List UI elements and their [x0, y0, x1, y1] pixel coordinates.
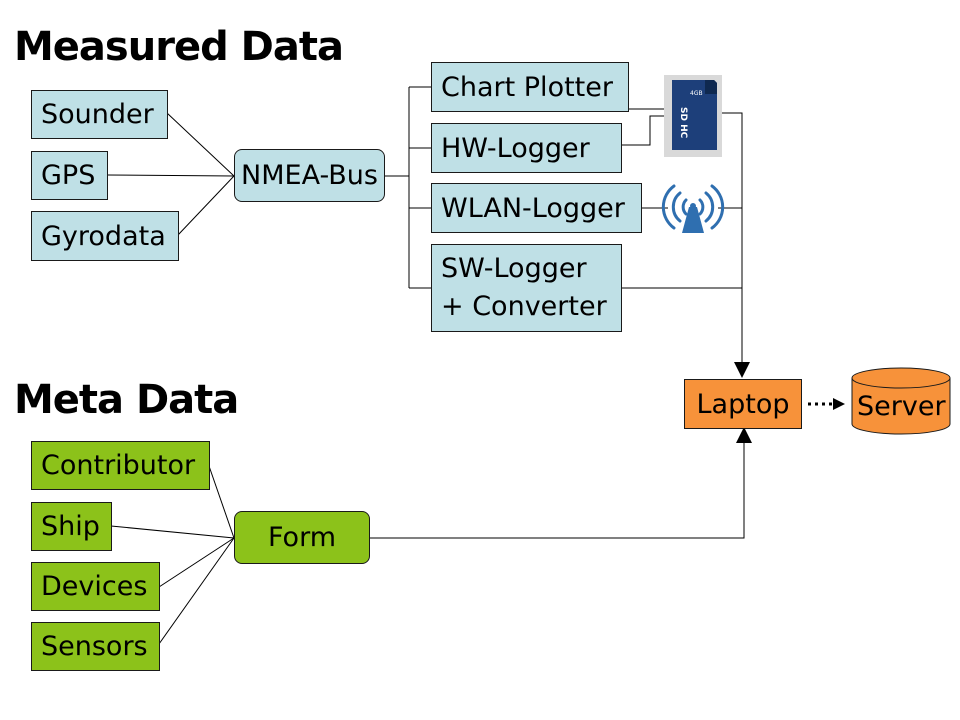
box-gps: GPS: [31, 151, 108, 200]
server-label: Server: [857, 391, 946, 422]
box-sensors: Sensors: [31, 622, 160, 671]
sw-logger-line-2: + Converter: [441, 291, 607, 322]
sd-card-icon: 4GB SD HC: [664, 75, 722, 157]
box-gyrodata: Gyrodata: [31, 211, 179, 261]
box-ship: Ship: [31, 502, 112, 551]
box-devices: Devices: [31, 562, 160, 611]
connector-sd-laptop-trunk: [721, 112, 743, 372]
sd-card-type: SD HC: [678, 107, 688, 139]
connector-gps-bus: [106, 174, 235, 177]
heading-measured-data: Measured Data: [14, 24, 344, 70]
connector-sensors-form: [158, 537, 235, 645]
box-sounder: Sounder: [31, 90, 168, 139]
box-laptop: Laptop: [684, 379, 802, 429]
wifi-antenna-icon: [661, 184, 725, 233]
connector-gyrodata-bus: [177, 175, 235, 236]
box-form: Form: [234, 511, 370, 564]
server-cylinder: [851, 367, 951, 435]
connector-ship-form: [110, 525, 235, 539]
connector-sounder-bus: [166, 112, 235, 177]
connector-devices-form: [158, 537, 235, 588]
box-sw-logger: SW-Logger + Converter: [431, 244, 622, 332]
sw-logger-line-1: SW-Logger: [441, 253, 587, 284]
sd-card-capacity: 4GB: [690, 90, 703, 97]
connector-contributor-form: [208, 465, 235, 539]
box-wlan-logger: WLAN-Logger: [431, 183, 642, 233]
arrow-into-laptop-bottom: [736, 427, 752, 443]
connector-hw-logger-sd: [621, 115, 664, 146]
box-contributor: Contributor: [31, 441, 210, 490]
dotted-link-arrowhead: [833, 398, 845, 410]
arrow-into-laptop-top: [734, 362, 750, 378]
connector-form-laptop: [369, 438, 745, 539]
box-chart-plotter: Chart Plotter: [431, 62, 629, 112]
box-hw-logger: HW-Logger: [431, 123, 622, 173]
heading-meta-data: Meta Data: [14, 377, 239, 423]
box-nmea-bus: NMEA-Bus: [234, 149, 385, 202]
